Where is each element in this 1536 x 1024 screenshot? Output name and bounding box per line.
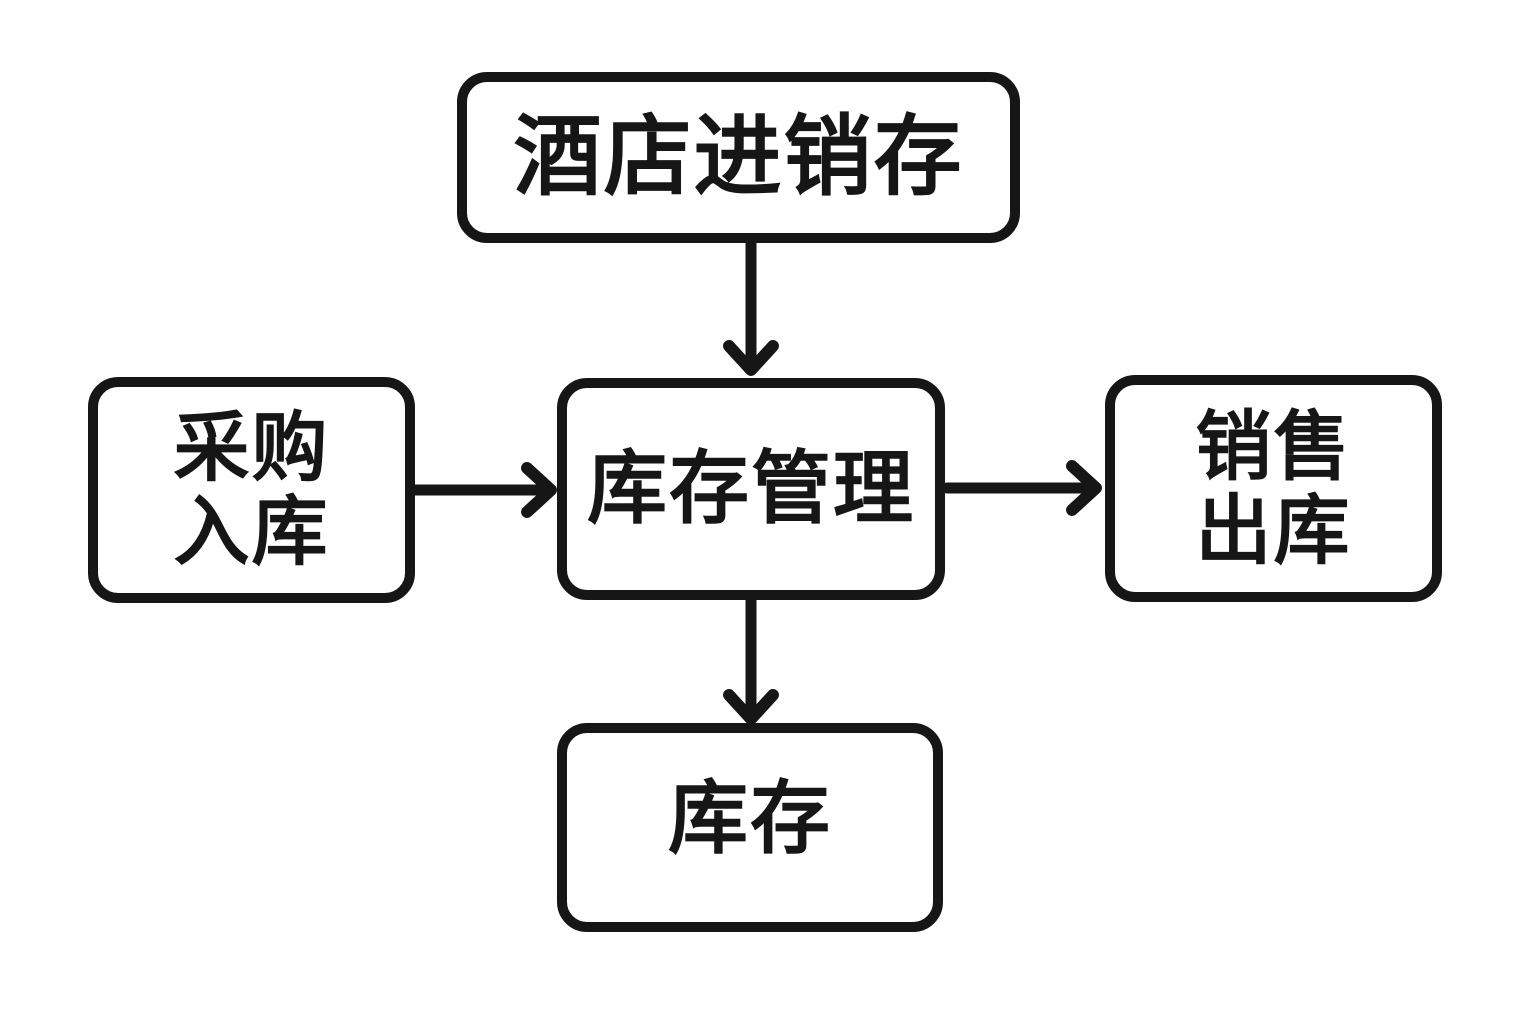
arrow-inventory-management-to-sales (941, 460, 1102, 516)
node-inventory-label: 库存 (668, 771, 832, 865)
node-purchase-inbound: 采购 入库 (88, 377, 415, 603)
arrow-inventory-management-to-inventory (723, 595, 779, 725)
node-sales-outbound-label-line1: 销售 (1195, 401, 1352, 491)
node-inventory: 库存 (557, 723, 943, 932)
arrow-purchase-to-inventory-management (408, 462, 557, 518)
node-inventory-management: 库存管理 (557, 378, 945, 600)
node-purchase-inbound-label-line2: 入库 (173, 487, 330, 576)
node-purchase-inbound-label-line1: 采购 (173, 403, 330, 493)
node-inventory-management-label: 库存管理 (587, 442, 915, 535)
node-hotel-invoicing: 酒店进销存 (457, 72, 1020, 243)
node-sales-outbound-label-line2: 出库 (1195, 485, 1352, 575)
node-hotel-invoicing-label: 酒店进销存 (513, 105, 964, 209)
node-sales-outbound: 销售 出库 (1105, 375, 1442, 602)
arrow-hotel-to-inventory-management (723, 238, 779, 376)
